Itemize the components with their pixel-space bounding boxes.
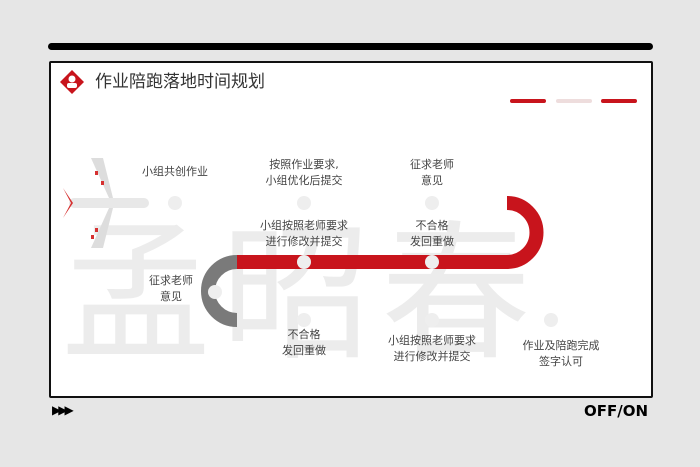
step-label: 不合格发回重做 [282, 328, 326, 357]
step-label: 不合格发回重做 [410, 219, 454, 248]
airplane-icon [63, 158, 149, 248]
node [297, 313, 311, 327]
node [168, 196, 182, 210]
node [425, 313, 439, 327]
watermark: 孟昭春 [61, 208, 542, 382]
node [297, 255, 311, 269]
track-curve-right [506, 196, 544, 269]
top-bar [48, 43, 653, 50]
off-on-toggle[interactable]: OFF/ON [583, 402, 648, 420]
step-label: 小组共创作业 [142, 165, 208, 178]
play-arrows-icon[interactable]: ▶▶▶ [52, 403, 74, 417]
page-title: 作业陪跑落地时间规划 [95, 72, 265, 92]
slide-frame: 作业陪跑落地时间规划 孟昭春 小组共创作业 按照作业要求,小组优化后提交 征求老… [49, 61, 653, 398]
deco-dash [510, 99, 546, 103]
node [208, 285, 222, 299]
step-label: 按照作业要求,小组优化后提交 [265, 158, 343, 187]
step-label: 小组按照老师要求进行修改并提交 [388, 334, 476, 363]
step-label: 征求老师意见 [149, 274, 193, 303]
step-label: 作业及陪跑完成签字认可 [522, 339, 600, 368]
logo-icon [60, 70, 84, 94]
node [425, 255, 439, 269]
deco-dash [556, 99, 592, 103]
node [297, 196, 311, 210]
node [425, 196, 439, 210]
deco-dash [601, 99, 637, 103]
step-label: 小组按照老师要求进行修改并提交 [260, 219, 348, 248]
step-label: 征求老师意见 [410, 158, 454, 187]
timeline-track [51, 158, 651, 327]
node [544, 313, 558, 327]
